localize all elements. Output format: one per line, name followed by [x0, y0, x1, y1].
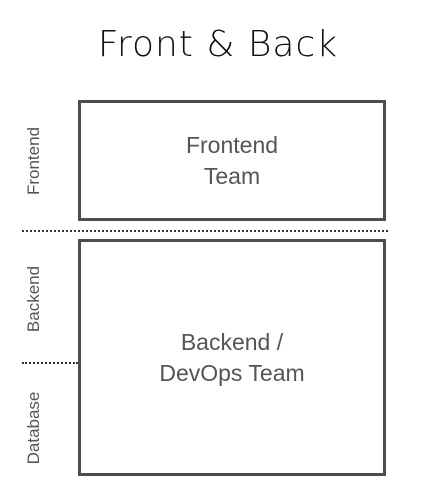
frontend-team-label: Frontend Team [185, 131, 279, 189]
diagram-title: Front & Back [97, 24, 339, 65]
backend-devops-team-label: Backend / DevOps Team [159, 328, 305, 386]
backend-devops-team-box: Backend / DevOps Team [78, 239, 386, 476]
side-label-database: Database [24, 391, 43, 465]
side-label-backend: Backend [24, 265, 43, 333]
frontend-backend-divider [22, 230, 388, 232]
side-label-frontend: Frontend [24, 126, 43, 196]
frontend-team-box: Frontend Team [78, 100, 386, 221]
backend-database-divider [22, 362, 78, 364]
